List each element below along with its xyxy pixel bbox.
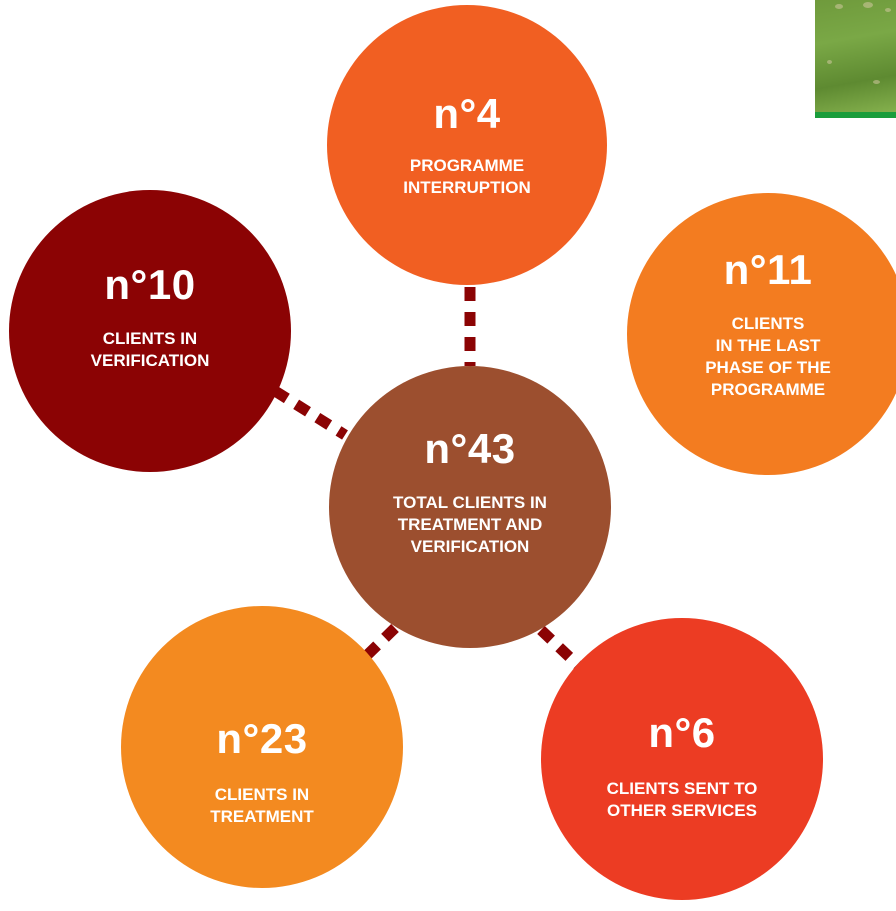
node-number: n°10 — [104, 261, 196, 308]
connector-left — [272, 386, 348, 440]
node-number: n°4 — [433, 90, 501, 137]
node-verification: n°10 CLIENTS IN VERIFICATION — [9, 190, 291, 472]
node-label: CLIENTS IN TREATMENT — [210, 785, 314, 826]
grass-field-photo — [815, 0, 896, 118]
node-label: CLIENTS SENT TO OTHER SERVICES — [606, 779, 758, 820]
connector-bottom-left — [354, 624, 399, 668]
connector-bottom-right — [537, 626, 584, 671]
node-last-phase: n°11 CLIENTS IN THE LAST PHASE OF THE PR… — [627, 193, 896, 475]
node-number: n°23 — [216, 715, 308, 762]
node-other-services: n°6 CLIENTS SENT TO OTHER SERVICES — [541, 618, 823, 900]
node-total-center: n°43 TOTAL CLIENTS IN TREATMENT AND VERI… — [329, 366, 611, 648]
node-treatment: n°23 CLIENTS IN TREATMENT — [121, 606, 403, 888]
center-label: TOTAL CLIENTS IN TREATMENT AND VERIFICAT… — [393, 493, 547, 556]
node-label: PROGRAMME INTERRUPTION — [403, 156, 531, 197]
node-number: n°11 — [723, 246, 813, 293]
center-number: n°43 — [424, 425, 516, 472]
node-label: CLIENTS IN THE LAST PHASE OF THE PROGRAM… — [705, 314, 831, 399]
node-label: CLIENTS IN VERIFICATION — [90, 329, 210, 370]
node-programme-interruption: n°4 PROGRAMME INTERRUPTION — [327, 5, 607, 285]
node-number: n°6 — [648, 709, 716, 756]
